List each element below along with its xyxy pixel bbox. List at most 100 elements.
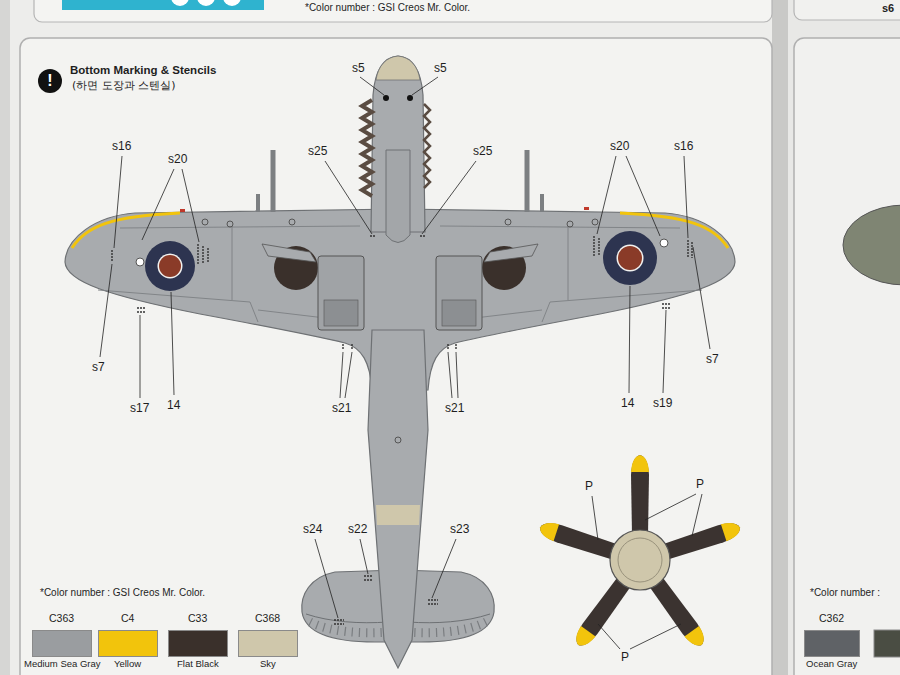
radiator-flap — [324, 300, 358, 326]
color-swatch — [804, 630, 860, 657]
blade-tip — [684, 626, 709, 650]
color-code: C362 — [819, 612, 844, 624]
color-name: Ocean Gray — [806, 659, 857, 670]
roundel-white — [617, 245, 644, 272]
callout-letter: P — [621, 651, 629, 665]
bar-circle — [223, 0, 241, 6]
color-name: Flat Black — [177, 659, 219, 670]
color-name: Yellow — [114, 659, 141, 670]
next-aircraft-nose — [843, 205, 900, 285]
leader-line — [412, 77, 438, 95]
elevator-ribs — [406, 622, 486, 633]
right-panel — [794, 38, 900, 675]
blade-tip — [571, 626, 596, 650]
inspection-panel — [227, 221, 233, 227]
blade — [631, 455, 649, 535]
color-code: C4 — [121, 612, 134, 624]
color-code: C363 — [49, 612, 74, 624]
callout-number: s7 — [706, 353, 719, 367]
blade — [647, 575, 709, 650]
warning-badge: ! — [38, 69, 62, 93]
cannon-barrel — [271, 150, 276, 212]
callout-number: s16 — [674, 140, 693, 154]
color-code: C33 — [188, 612, 207, 624]
cannon-barrel — [540, 194, 544, 212]
leader-line — [325, 161, 372, 234]
blade-body — [631, 455, 649, 535]
callout-number: s21 — [332, 402, 351, 416]
section-title: Bottom Marking & Stencils — [70, 64, 216, 77]
exhaust-stacks — [424, 104, 430, 188]
inspection-panel — [289, 219, 295, 225]
leader-line — [598, 624, 681, 649]
leader-line — [597, 156, 660, 236]
blade-body — [571, 575, 633, 650]
color-name: Sky — [260, 659, 276, 670]
inspection-panel — [592, 219, 598, 225]
leader-line — [629, 286, 630, 393]
stencil-mark — [112, 236, 692, 624]
page-fold — [772, 0, 788, 675]
cannon-barrel — [256, 194, 260, 212]
wing-mark — [180, 209, 185, 212]
roundel-blue — [603, 231, 657, 285]
blade — [571, 575, 633, 650]
color-code: C368 — [255, 612, 280, 624]
stencil-disc — [136, 258, 144, 266]
callout-number: s20 — [168, 153, 187, 167]
leader-line — [422, 161, 476, 234]
callout-number: s23 — [450, 523, 469, 537]
spinner — [376, 56, 420, 80]
page-ref: s6 — [882, 2, 894, 15]
cannon-barrel — [525, 150, 530, 212]
top-panel — [34, 0, 772, 22]
leader-line — [114, 156, 122, 248]
color-swatch — [98, 630, 158, 657]
leader-line — [693, 247, 710, 349]
fuselage-detail — [395, 437, 401, 443]
callout-number: 14 — [621, 397, 634, 411]
callout-number: s16 — [112, 140, 131, 154]
roundel-white — [158, 254, 183, 279]
leader-line — [684, 156, 688, 238]
subtitle: (하면 도장과 스텐실) — [72, 80, 176, 93]
bar-circle — [197, 0, 215, 6]
callout-number: s7 — [92, 361, 105, 375]
callout-number: s22 — [348, 523, 367, 537]
blade-body — [647, 575, 709, 650]
callout-letter: P — [696, 478, 704, 492]
inspection-panel — [505, 219, 511, 225]
callout-number: s20 — [610, 140, 629, 154]
leader-line — [448, 352, 458, 398]
stencil-disc — [660, 239, 668, 247]
color-name: Medium Sea Gray — [24, 659, 101, 670]
callout-number: s25 — [308, 145, 327, 159]
propeller — [537, 455, 742, 650]
air-intake — [386, 150, 410, 243]
main-panel — [20, 38, 772, 675]
inspection-panel — [202, 219, 208, 225]
sky-band — [376, 505, 420, 525]
leader-line — [592, 496, 598, 540]
leader-line — [663, 310, 666, 393]
leader-line — [360, 539, 368, 574]
callout-number: s25 — [473, 145, 492, 159]
stencil-dot — [407, 95, 413, 101]
callout-number: s17 — [130, 402, 149, 416]
note-text: *Color number : GSI Creos Mr. Color. — [40, 587, 205, 599]
callout-number: s5 — [352, 62, 365, 76]
color-swatch — [168, 630, 228, 657]
radiator-flap — [442, 300, 476, 326]
leader-line — [645, 494, 702, 536]
stencil-dot — [383, 95, 389, 101]
blade-body — [537, 519, 619, 561]
callout-number: s24 — [303, 523, 322, 537]
blade-tip — [631, 455, 649, 472]
bar-circle — [171, 0, 189, 6]
leader-line — [432, 539, 456, 598]
roundel-red — [159, 255, 181, 277]
leader-lines — [100, 77, 710, 649]
hub-ring — [618, 538, 662, 582]
